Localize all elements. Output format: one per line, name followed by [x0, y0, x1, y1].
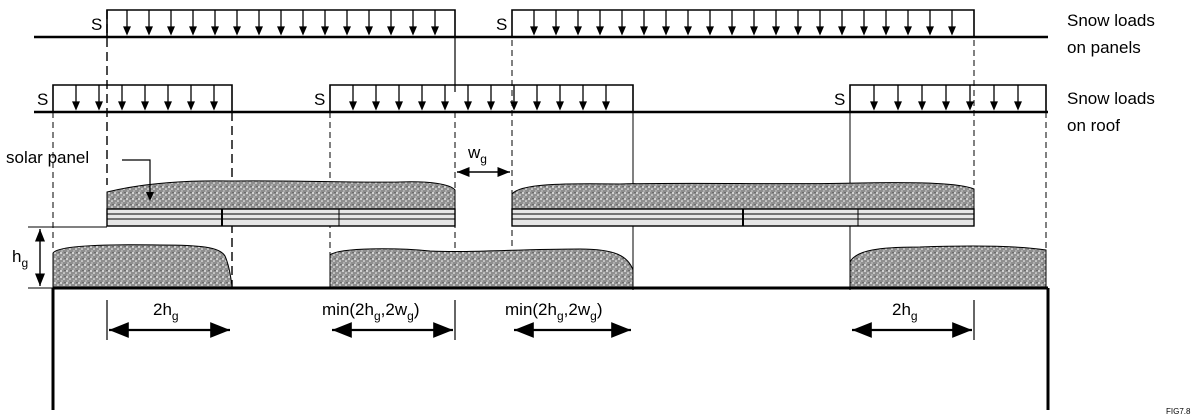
- panel-load-right: [511, 9, 975, 37]
- hg-label: hg: [12, 247, 28, 270]
- snow-roof-label-line1: Snow loads: [1067, 89, 1155, 108]
- figure-code: FIG7.8: [1166, 407, 1191, 415]
- label-2hg-left: 2hg: [153, 300, 179, 323]
- label-min-left: min(2hg,2wg): [322, 300, 419, 323]
- roof-load-left: [52, 84, 233, 112]
- label-2hg-right: 2hg: [892, 300, 918, 323]
- hg-dimension: [28, 226, 107, 289]
- roof-snow-right: [849, 245, 1047, 288]
- s-label-roof-left: S: [37, 90, 48, 109]
- label-min-right: min(2hg,2wg): [505, 300, 602, 323]
- roof-load-right: [849, 84, 1047, 112]
- solar-panel-leader-arrow-icon: [146, 192, 154, 201]
- panel-snow-left: [106, 180, 456, 211]
- dim-ticks: [106, 300, 975, 340]
- snow-panels-label-line1: Snow loads: [1067, 11, 1155, 30]
- solar-panel-leader: [122, 159, 151, 196]
- solar-panel-right: [511, 208, 975, 227]
- s-label-panel-left: S: [91, 15, 102, 34]
- solar-panel-left: [106, 208, 456, 227]
- solar-panel-label: solar panel: [6, 148, 89, 167]
- panel-snow-right: [511, 182, 975, 211]
- s-label-panel-right: S: [496, 15, 507, 34]
- roof-load-middle: [329, 84, 634, 112]
- roof-snow-left: [52, 244, 233, 288]
- roof-snow-middle: [329, 248, 634, 288]
- snow-panels-label-line2: on panels: [1067, 38, 1141, 57]
- s-label-roof-right: S: [834, 90, 845, 109]
- panel-load-left: [106, 9, 456, 92]
- snow-roof-label-line2: on roof: [1067, 116, 1120, 135]
- wg-label: wg: [467, 143, 487, 166]
- s-label-roof-middle: S: [314, 90, 325, 109]
